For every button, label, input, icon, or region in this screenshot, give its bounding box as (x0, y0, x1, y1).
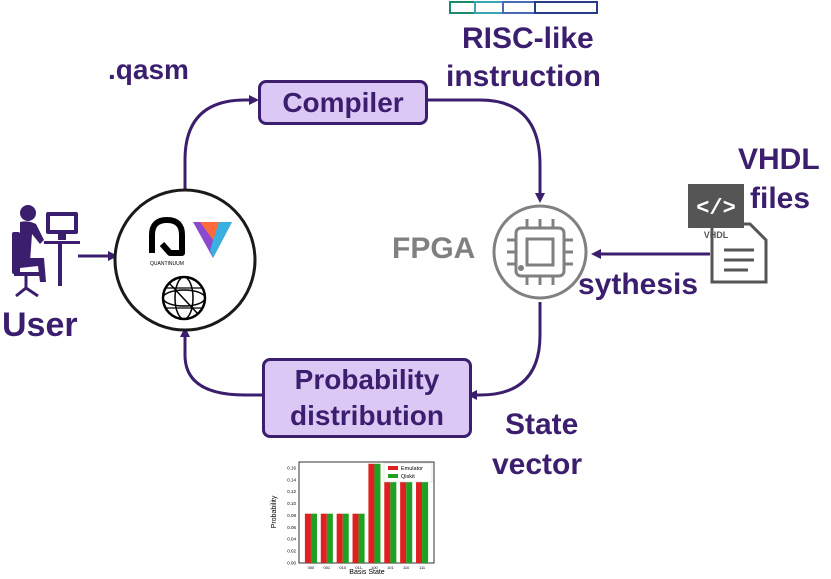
chart-bar-qiskit-111 (422, 463, 429, 563)
qasm-label: .qasm (108, 54, 189, 85)
chart-bar-emulator-001 (320, 513, 327, 563)
fpga-label: FPGA (392, 232, 476, 265)
legend-swatch-emulator (388, 466, 398, 470)
compiler-box: Compiler (258, 80, 428, 125)
probability-chart: 0.00 0.02 0.04 0.06 0.08 0.10 0.12 0.14 0.16 000… (271, 461, 435, 576)
chart-bar-emulator-011 (352, 513, 359, 563)
chart-ytick-3: 0.06 (287, 525, 296, 530)
chip-icon (492, 204, 588, 300)
chart-xtick-001: 001 (323, 565, 330, 570)
v-logo-icon (193, 222, 232, 258)
chart-bar-emulator-010 (336, 513, 343, 563)
chart-bar-emulator-000 (304, 513, 311, 563)
state-label-line2: vector (492, 448, 583, 481)
risc-label-line1: RISC-like (462, 22, 594, 55)
chart-ytick-1: 0.02 (287, 549, 296, 554)
globe-sphere-icon (161, 275, 207, 321)
chart-ytick-0: 0.00 (287, 561, 296, 566)
chart-bar-emulator-110 (400, 463, 407, 563)
chart-xtick-101: 101 (387, 565, 394, 570)
chart-xtick-100: 100 (371, 565, 378, 570)
arrow-compiler-to-fpga (428, 98, 545, 203)
chart-bar-qiskit-110 (406, 463, 413, 563)
chart-xlabel: Basis State (349, 569, 385, 576)
vhdl-doc-label: VHDL (704, 230, 729, 240)
state-label-line1: State (505, 408, 579, 441)
vhdl-document-icon: </> VHDL (688, 184, 768, 284)
chart-xtick-111: 111 (419, 565, 426, 570)
arrow-probability-to-hub (180, 327, 262, 397)
chart-ylabel: Probability (271, 495, 278, 528)
chart-bar-qiskit-001 (326, 513, 333, 563)
arrow-fpga-to-probability (467, 302, 542, 400)
risc-label-line2: instruction (446, 60, 601, 93)
quantinuum-wordmark: QUANTINUUM (150, 261, 184, 267)
vhdl-label-line1: VHDL (738, 143, 820, 176)
chart-xtick-000: 000 (308, 565, 315, 570)
chart-bar-qiskit-101 (390, 463, 397, 563)
probability-label-line1: Probability (294, 364, 440, 395)
arrow-hub-to-compiler (183, 95, 259, 190)
legend-swatch-qiskit (388, 474, 398, 478)
legend-qiskit: Qiskit (401, 474, 415, 480)
chart-ytick-6: 0.12 (287, 489, 296, 494)
user-label: User (2, 306, 78, 344)
synthesis-label: sythesis (578, 268, 699, 301)
user-at-computer-icon (12, 205, 80, 298)
chart-xtick-010: 010 (339, 565, 346, 570)
chart-xtick-110: 110 (403, 565, 410, 570)
chart-legend: Emulator Qiskit (383, 462, 433, 483)
chart-ytick-4: 0.08 (287, 513, 296, 518)
probability-label-line2: distribution (290, 400, 444, 431)
chart-xtick-011: 011 (355, 565, 362, 570)
chart-bar-qiskit-011 (358, 513, 365, 563)
chart-ytick-8: 0.16 (287, 465, 296, 470)
instruction-bar-icon (449, 1, 598, 14)
chart-ytick-5: 0.10 (287, 501, 296, 506)
code-tag-icon: </> (696, 196, 736, 221)
chart-bar-emulator-111 (416, 463, 423, 563)
chart-ytick-7: 0.14 (287, 477, 296, 482)
legend-emulator: Emulator (401, 466, 423, 472)
chart-bar-qiskit-000 (310, 513, 317, 563)
chart-bar-qiskit-010 (342, 513, 349, 563)
vhdl-label-line2: files (750, 182, 811, 215)
chart-bar-qiskit-100 (374, 463, 381, 563)
chart-bar-emulator-100 (368, 463, 375, 563)
quantinuum-logo-icon: QUANTINUUM (149, 217, 185, 267)
probability-box: Probability distribution (262, 358, 472, 438)
chart-bar-emulator-101 (384, 463, 391, 563)
chart-ytick-2: 0.04 (287, 537, 296, 542)
